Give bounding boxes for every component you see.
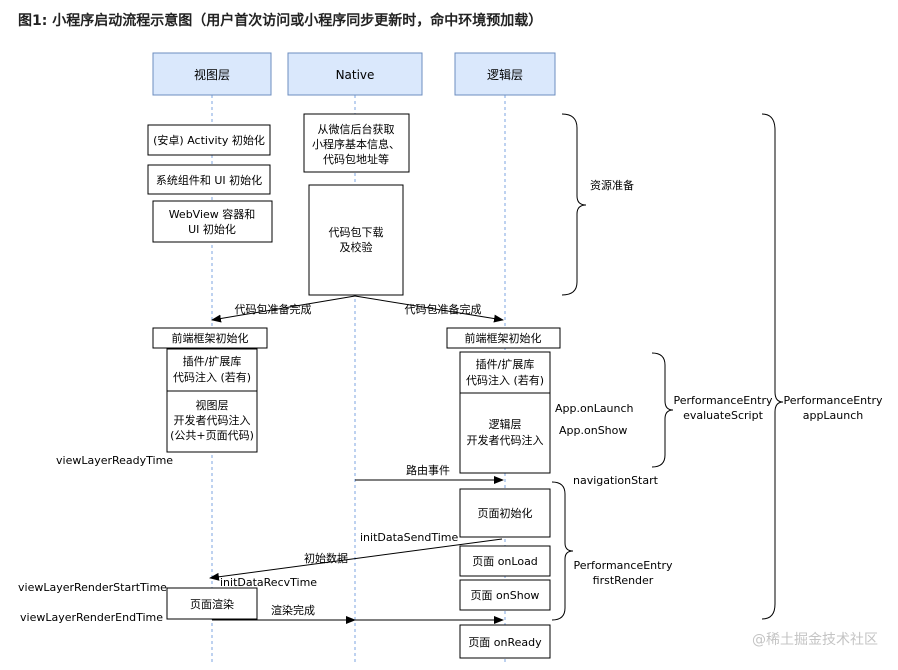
perf-launch-label-1: PerformanceEntry <box>784 394 883 407</box>
svg-text:页面 onShow: 页面 onShow <box>471 589 540 602</box>
lane-header-logic: 逻辑层 <box>454 52 556 96</box>
evaluate-script-brace <box>651 352 674 468</box>
svg-text:页面初始化: 页面初始化 <box>478 506 533 520</box>
perf-eval-label-1: PerformanceEntry <box>674 394 773 407</box>
svg-text:系统组件和 UI 初始化: 系统组件和 UI 初始化 <box>156 173 262 187</box>
view-system-ui-init-box: 系统组件和 UI 初始化 <box>147 164 271 195</box>
svg-text:逻辑层: 逻辑层 <box>489 417 522 431</box>
logic-onload-box: 页面 onLoad <box>459 545 551 577</box>
svg-text:开发者代码注入: 开发者代码注入 <box>467 433 544 447</box>
resource-prep-brace <box>561 113 587 296</box>
resource-prep-label: 资源准备 <box>590 178 634 192</box>
svg-text:页面 onLoad: 页面 onLoad <box>472 555 538 568</box>
view-android-init-box: (安卓) Activity 初始化 <box>147 124 271 156</box>
view-webview-init-box: WebView 容器和 UI 初始化 <box>152 200 273 243</box>
perf-eval-label-2: evaluateScript <box>683 409 763 422</box>
view-code-inject-box: 插件/扩展库 代码注入 (若有) 视图层 开发者代码注入 (公共+页面代码) <box>166 348 258 453</box>
navigation-start-label: navigationStart <box>573 474 659 487</box>
svg-text:前端框架初始化: 前端框架初始化 <box>172 331 249 345</box>
perf-launch-label-2: appLaunch <box>803 409 864 422</box>
native-download-box: 代码包下载 及校验 <box>308 184 404 296</box>
svg-text:及校验: 及校验 <box>340 240 373 254</box>
svg-text:代码包地址等: 代码包地址等 <box>323 152 389 166</box>
svg-text:小程序基本信息、: 小程序基本信息、 <box>312 137 400 151</box>
view-ready-time-label: viewLayerReadyTime <box>56 454 173 467</box>
svg-text:WebView 容器和: WebView 容器和 <box>169 207 256 221</box>
first-render-brace <box>551 481 574 621</box>
package-ready-right-arrow: 代码包准备完成 <box>354 295 504 323</box>
view-frontend-init-box: 前端框架初始化 <box>152 327 268 349</box>
svg-text:页面 onReady: 页面 onReady <box>468 636 542 649</box>
logic-page-init-box: 页面初始化 <box>459 488 551 538</box>
init-send-time-label: initDataSendTime <box>360 531 459 544</box>
logic-onready-box: 页面 onReady <box>459 624 551 659</box>
render-end-time-label: viewLayerRenderEndTime <box>20 611 163 624</box>
app-onshow-label: App.onShow <box>559 424 627 437</box>
svg-text:代码包下载: 代码包下载 <box>329 226 384 239</box>
svg-text:初始数据: 初始数据 <box>304 551 348 565</box>
lane-logic-label: 逻辑层 <box>487 68 523 82</box>
render-done-arrow: 渲染完成 <box>212 603 504 624</box>
view-render-box: 页面渲染 <box>166 587 258 620</box>
package-ready-left-arrow: 代码包准备完成 <box>211 295 356 323</box>
perf-render-label-1: PerformanceEntry <box>574 559 673 572</box>
watermark: @稀土掘金技术社区 <box>752 632 878 648</box>
svg-text:页面渲染: 页面渲染 <box>190 597 234 611</box>
logic-code-inject-box: 插件/扩展库 代码注入 (若有) 逻辑层 开发者代码注入 <box>459 351 551 474</box>
svg-text:视图层: 视图层 <box>196 398 229 412</box>
svg-text:从微信后台获取: 从微信后台获取 <box>318 122 395 136</box>
svg-text:开发者代码注入: 开发者代码注入 <box>174 413 251 427</box>
route-event-arrow: 路由事件 <box>355 463 504 484</box>
svg-text:(公共+页面代码): (公共+页面代码) <box>170 429 254 442</box>
svg-text:渲染完成: 渲染完成 <box>271 603 315 617</box>
svg-text:插件/扩展库: 插件/扩展库 <box>476 357 535 371</box>
svg-text:插件/扩展库: 插件/扩展库 <box>183 354 242 368</box>
lane-header-native: Native <box>287 52 423 96</box>
app-launch-brace <box>761 113 784 620</box>
app-onlaunch-label: App.onLaunch <box>555 402 634 415</box>
svg-text:(安卓) Activity 初始化: (安卓) Activity 初始化 <box>153 133 265 147</box>
svg-text:前端框架初始化: 前端框架初始化 <box>465 331 542 345</box>
logic-onshow-box: 页面 onShow <box>459 579 551 611</box>
lane-view-label: 视图层 <box>194 67 230 82</box>
svg-text:代码包准备完成: 代码包准备完成 <box>405 302 482 316</box>
svg-text:代码注入 (若有): 代码注入 (若有) <box>466 373 544 387</box>
svg-text:代码包准备完成: 代码包准备完成 <box>235 302 312 316</box>
lane-native-label: Native <box>336 68 375 82</box>
lane-header-view: 视图层 <box>152 52 272 96</box>
init-recv-time-label: initDataRecvTime <box>220 576 317 589</box>
logic-frontend-init-box: 前端框架初始化 <box>446 327 561 349</box>
perf-render-label-2: firstRender <box>593 574 654 587</box>
figure-title: 图1: 小程序启动流程示意图（用户首次访问或小程序同步更新时，命中环境预加载） <box>18 13 543 29</box>
svg-text:代码注入 (若有): 代码注入 (若有) <box>173 370 251 384</box>
init-data-arrow: 初始数据 <box>209 538 503 581</box>
svg-text:路由事件: 路由事件 <box>406 463 450 477</box>
native-fetch-info-box: 从微信后台获取 小程序基本信息、 代码包地址等 <box>303 113 410 173</box>
svg-text:UI 初始化: UI 初始化 <box>188 222 236 236</box>
render-start-time-label: viewLayerRenderStartTime <box>18 581 167 594</box>
